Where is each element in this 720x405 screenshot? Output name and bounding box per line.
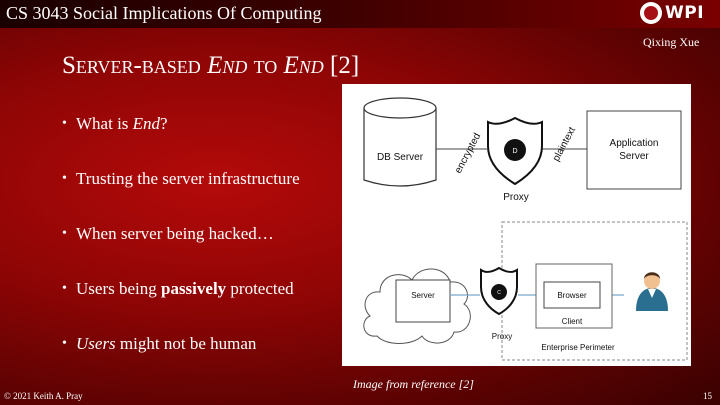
proxy-badge: D <box>512 148 517 155</box>
cloud-server-icon: Server <box>363 268 471 344</box>
header-bar: CS 3043 Social Implications Of Computing… <box>0 0 720 28</box>
cloud-server-label: Server <box>411 291 435 300</box>
bullet-text: Trusting the server infrastructure <box>76 168 300 223</box>
db-server-cylinder: DB Server <box>363 97 437 187</box>
application-server-label-2: Server <box>619 151 649 162</box>
bullet-item: • Users might not be human <box>62 333 342 388</box>
bullet-text-part: End <box>132 114 161 133</box>
proxy-shield-icon-bottom: C <box>480 266 518 316</box>
image-caption: Image from reference [2] <box>353 377 474 391</box>
title-part: [2] <box>323 52 360 79</box>
bullet-text-part: Users being <box>76 279 161 298</box>
bullet-list: • What is End? • Trusting the server infras… <box>62 113 342 388</box>
bullet-text-part: Trusting the server infrastructure <box>76 169 300 188</box>
bullet-text-part: might not be human <box>115 334 257 353</box>
author-name: Qixing Xue <box>643 35 700 49</box>
bullet-item: • Users being passively protected <box>62 278 342 333</box>
title-part: End <box>283 52 324 79</box>
client-label: Client <box>562 317 583 326</box>
browser-label: Browser <box>557 291 587 300</box>
bullet-text-part: passively <box>160 279 227 298</box>
bullet-dot-icon: • <box>62 281 67 296</box>
bullet-item: • What is End? <box>62 113 342 168</box>
title-part: End <box>207 52 248 79</box>
db-server-label: DB Server <box>377 152 424 163</box>
encrypted-label: encrypted <box>453 131 483 175</box>
proxy-label-bottom: Proxy <box>492 332 512 341</box>
page-number: 15 <box>703 391 712 401</box>
bullet-dot-icon: • <box>62 171 67 186</box>
bullet-text-part: ? <box>160 114 168 133</box>
bullet-text-part: protected <box>226 279 294 298</box>
bullet-text: When server being hacked… <box>76 223 274 278</box>
proxy-badge-bottom: C <box>497 290 501 296</box>
proxy-label-top: Proxy <box>503 192 529 203</box>
logo-text: WPI <box>665 3 705 23</box>
course-title: CS 3043 Social Implications Of Computing <box>6 3 322 23</box>
architecture-diagram: DB Server encrypted plaintext D Proxy Ap… <box>342 84 691 366</box>
bullet-text: Users might not be human <box>76 333 256 388</box>
title-part: Server-based <box>62 52 208 79</box>
bullet-dot-icon: • <box>62 336 67 351</box>
bullet-dot-icon: • <box>62 226 67 241</box>
bullet-text: Users being passively protected <box>76 278 294 333</box>
bullet-dot-icon: • <box>62 116 67 131</box>
bullet-item: • When server being hacked… <box>62 223 342 278</box>
bullet-text-part: Users <box>76 334 116 353</box>
bullet-item: • Trusting the server infrastructure <box>62 168 342 223</box>
footer-copyright: © 2021 Keith A. Pray <box>4 391 83 401</box>
enterprise-perimeter-label: Enterprise Perimeter <box>541 343 615 352</box>
proxy-shield-icon: D <box>487 116 543 186</box>
application-server-label-1: Application <box>610 138 659 149</box>
wpi-seal-icon <box>640 2 662 24</box>
bullet-text-part: When server being hacked… <box>76 224 274 243</box>
bullet-text-part: What is <box>76 114 133 133</box>
wpi-logo: WPI <box>640 2 704 24</box>
plaintext-label: plaintext <box>551 125 578 163</box>
bullet-text: What is End? <box>76 113 168 168</box>
browser-box <box>543 281 601 309</box>
application-server-box <box>586 110 682 190</box>
user-icon <box>636 272 668 311</box>
slide-title: Server-based End to End [2] <box>62 52 359 80</box>
title-part: to <box>247 52 284 79</box>
